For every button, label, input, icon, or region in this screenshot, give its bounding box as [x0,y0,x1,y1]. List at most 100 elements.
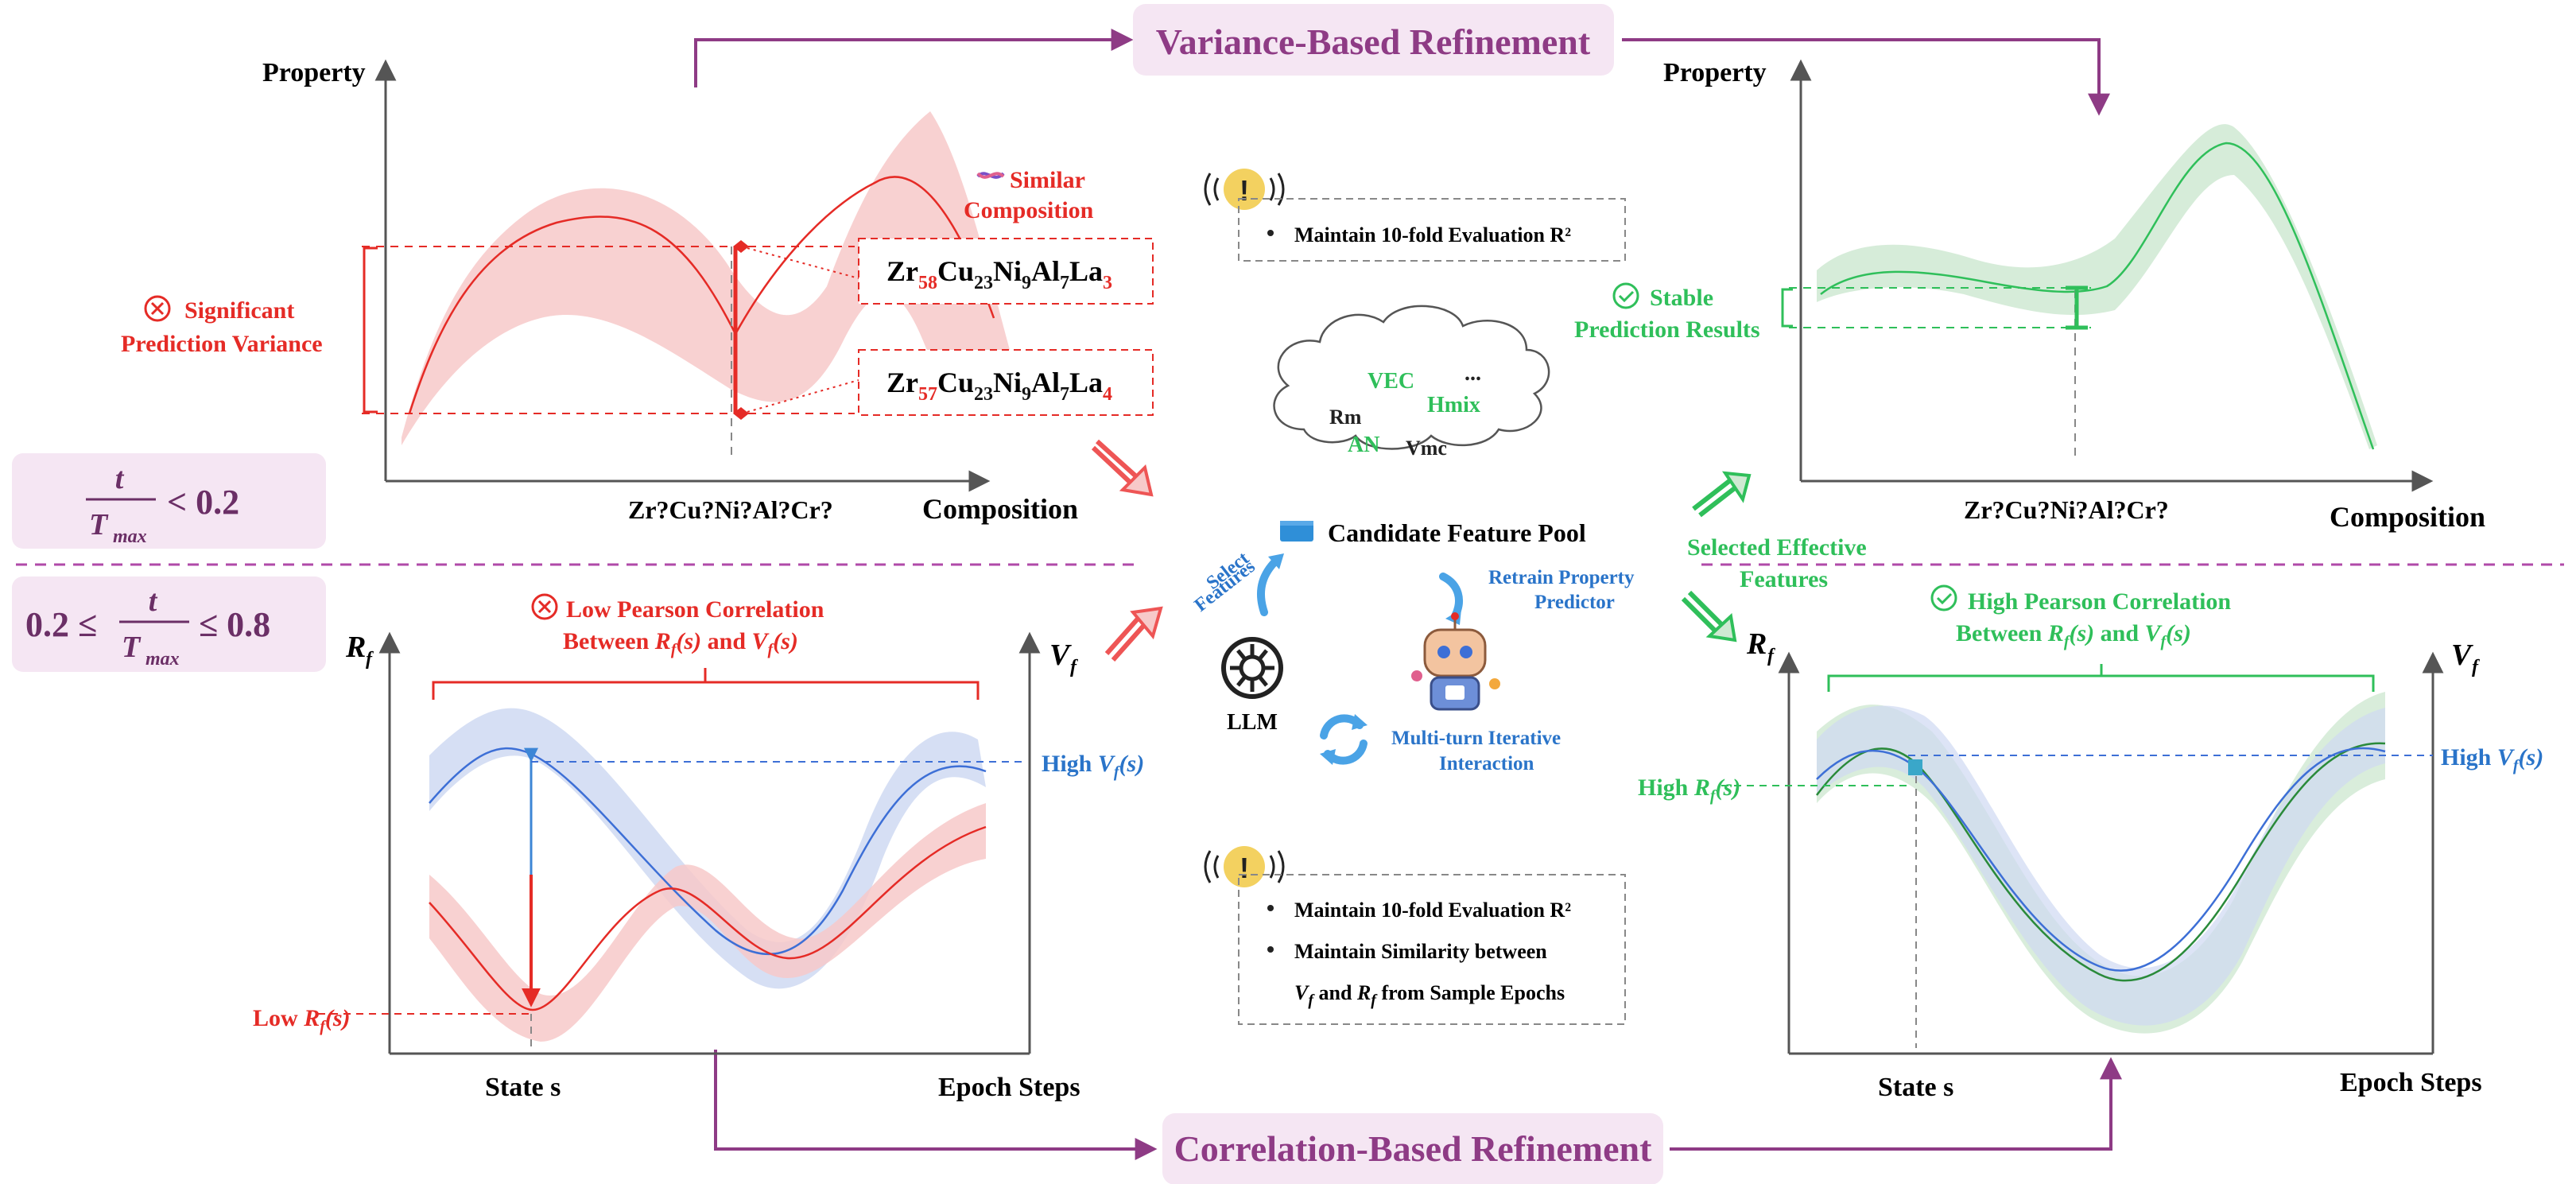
comp-box-2 [858,349,1154,416]
tr-x-label: Composition [2330,501,2485,533]
pool-icon [1280,521,1313,542]
red-block-arrow-bottom [1104,606,1163,662]
bl-red-curve [429,825,987,1011]
bl-title-2: Between Rf(s) and Vf(s) [563,628,798,658]
tr-mean-curve [1820,142,2375,450]
bl-blue-band [429,708,986,989]
svg-text:max: max [113,526,147,547]
note-1: Maintain 10-fold Evaluation R² [1294,223,1571,247]
svg-text:f: f [1767,646,1775,666]
svg-text:Prediction Results: Prediction Results [1574,316,1760,343]
correlation-title: Correlation-Based Refinement [1174,1128,1653,1169]
svg-text:≤ 0.8: ≤ 0.8 [199,605,270,644]
tl-y-label: Property [262,58,366,87]
svg-text:Similar: Similar [1010,167,1085,193]
note-box-2 [1238,874,1626,1025]
br-blue-band [1817,705,2385,1026]
llm-label: LLM [1227,710,1278,735]
top-left-plot: Property Composition Zr?Cu?Ni?Al?Cr? Sig… [121,58,1154,525]
svg-text:!: ! [1240,852,1249,884]
tr-band [1817,124,2377,449]
selected-1: Selected Effective [1687,534,1867,561]
pool-label: Candidate Feature Pool [1328,518,1586,547]
retrain-1: Retrain Property [1488,567,1635,588]
comp-formula-1: Zr58​Cu23​Ni9​Al7​La3​ [886,255,1112,293]
svg-text:0.2 ≤: 0.2 ≤ [25,605,97,644]
green-block-arrow-top [1692,471,1752,518]
warning-icon-1: ! [1204,169,1285,210]
variance-title-box [1133,4,1614,76]
svg-text:f: f [1070,657,1078,677]
center-panel: ! Maintain 10-fold Evaluation R² VEC ...… [1091,169,1867,1025]
comp-formula-2: Zr57​Cu23​Ni9​Al7​La4​ [886,367,1112,405]
bl-title-1: Low Pearson Correlation [566,596,824,623]
svg-text:Significant: Significant [184,297,294,324]
br-bracket [1827,664,2375,692]
correlation-title-box [1162,1113,1663,1184]
svg-text:t: t [149,584,158,618]
svg-text:T: T [89,508,109,542]
retrain-2: Predictor [1534,592,1615,613]
note-2c: Vf​ and Rf​ from Sample Epochs [1294,981,1565,1009]
bl-x-icon [531,593,558,620]
tl-bracket [363,247,378,413]
tr-bracket [1781,288,1793,328]
cloud-word-4: AN [1348,433,1379,457]
br-high-r-label: High Rf(s) [1638,774,1740,805]
select-arrow [1257,557,1280,616]
tl-band [402,111,1010,445]
note-box-1 [1238,198,1626,262]
svg-text:max: max [145,649,180,670]
bl-x-tick: State s [485,1073,561,1102]
svg-text:!: ! [1240,174,1249,207]
warning-icon-2: ! [1204,846,1285,887]
bl-red-band [429,803,986,1042]
br-x-label: Epoch Steps [2340,1068,2482,1097]
phase1-threshold: < 0.2 [167,483,239,522]
tr-y-label: Property [1663,58,1767,87]
bl-high-label: High Vf(s) [1042,751,1144,781]
bl-low-label: Low Rf(s) [253,1005,351,1035]
br-high-v-label: High Vf(s) [2441,744,2543,774]
br-title-1: High Pearson Correlation [1968,588,2231,615]
green-block-arrow-bottom [1681,590,1737,642]
multi-turn-1: Multi-turn Iterative [1391,728,1561,749]
phase1-box: t T max < 0.2 [12,453,326,549]
cloud-word-1: ... [1465,361,1481,386]
br-green-curve [1816,742,2386,982]
bottom-left-plot: R f V f Epoch Steps State s Low Pearson … [253,593,1144,1102]
tl-x-label: Composition [922,493,1078,525]
svg-text:V: V [2451,639,2473,672]
retrain-arrow [1439,573,1463,620]
dna-icon [976,172,1005,179]
br-blue-curve [1816,747,2386,972]
svg-text:f: f [366,649,374,670]
svg-text:T: T [122,631,142,664]
note-2b: Maintain Similarity between [1294,940,1547,963]
multi-turn-2: Interaction [1439,753,1534,774]
note-2a: Maintain 10-fold Evaluation R² [1294,899,1571,922]
bl-x-label: Epoch Steps [938,1073,1080,1102]
cloud-word-2: Rm [1329,406,1362,429]
cycle-icon [1320,714,1368,765]
bottom-right-plot: R f V f Epoch Steps State s High Pearson… [1638,584,2543,1102]
correlation-flow-arrows [714,1050,2122,1160]
br-x-tick: State s [1878,1073,1953,1102]
svg-text:Stable: Stable [1650,285,1713,311]
check-icon [1612,282,1639,309]
variance-title: Variance-Based Refinement [1156,21,1591,62]
selected-2: Features [1740,566,1828,592]
robot-predictor-icon [1411,612,1500,711]
br-marker [1908,759,1922,775]
svg-text:V: V [1049,639,1072,672]
bl-blue-curve [429,747,987,956]
variance-flow-arrows [694,29,2110,116]
cloud-word-3: Hmix [1427,393,1480,417]
svg-text:f: f [2472,657,2480,677]
br-title-2: Between Rf(s) and Vf(s) [1956,620,2191,650]
svg-text:R: R [1746,627,1767,661]
llm-logo-icon [1221,637,1283,699]
tr-x-tick: Zr?Cu?Ni?Al?Cr? [1964,495,2169,524]
br-check-icon [1930,584,1957,611]
